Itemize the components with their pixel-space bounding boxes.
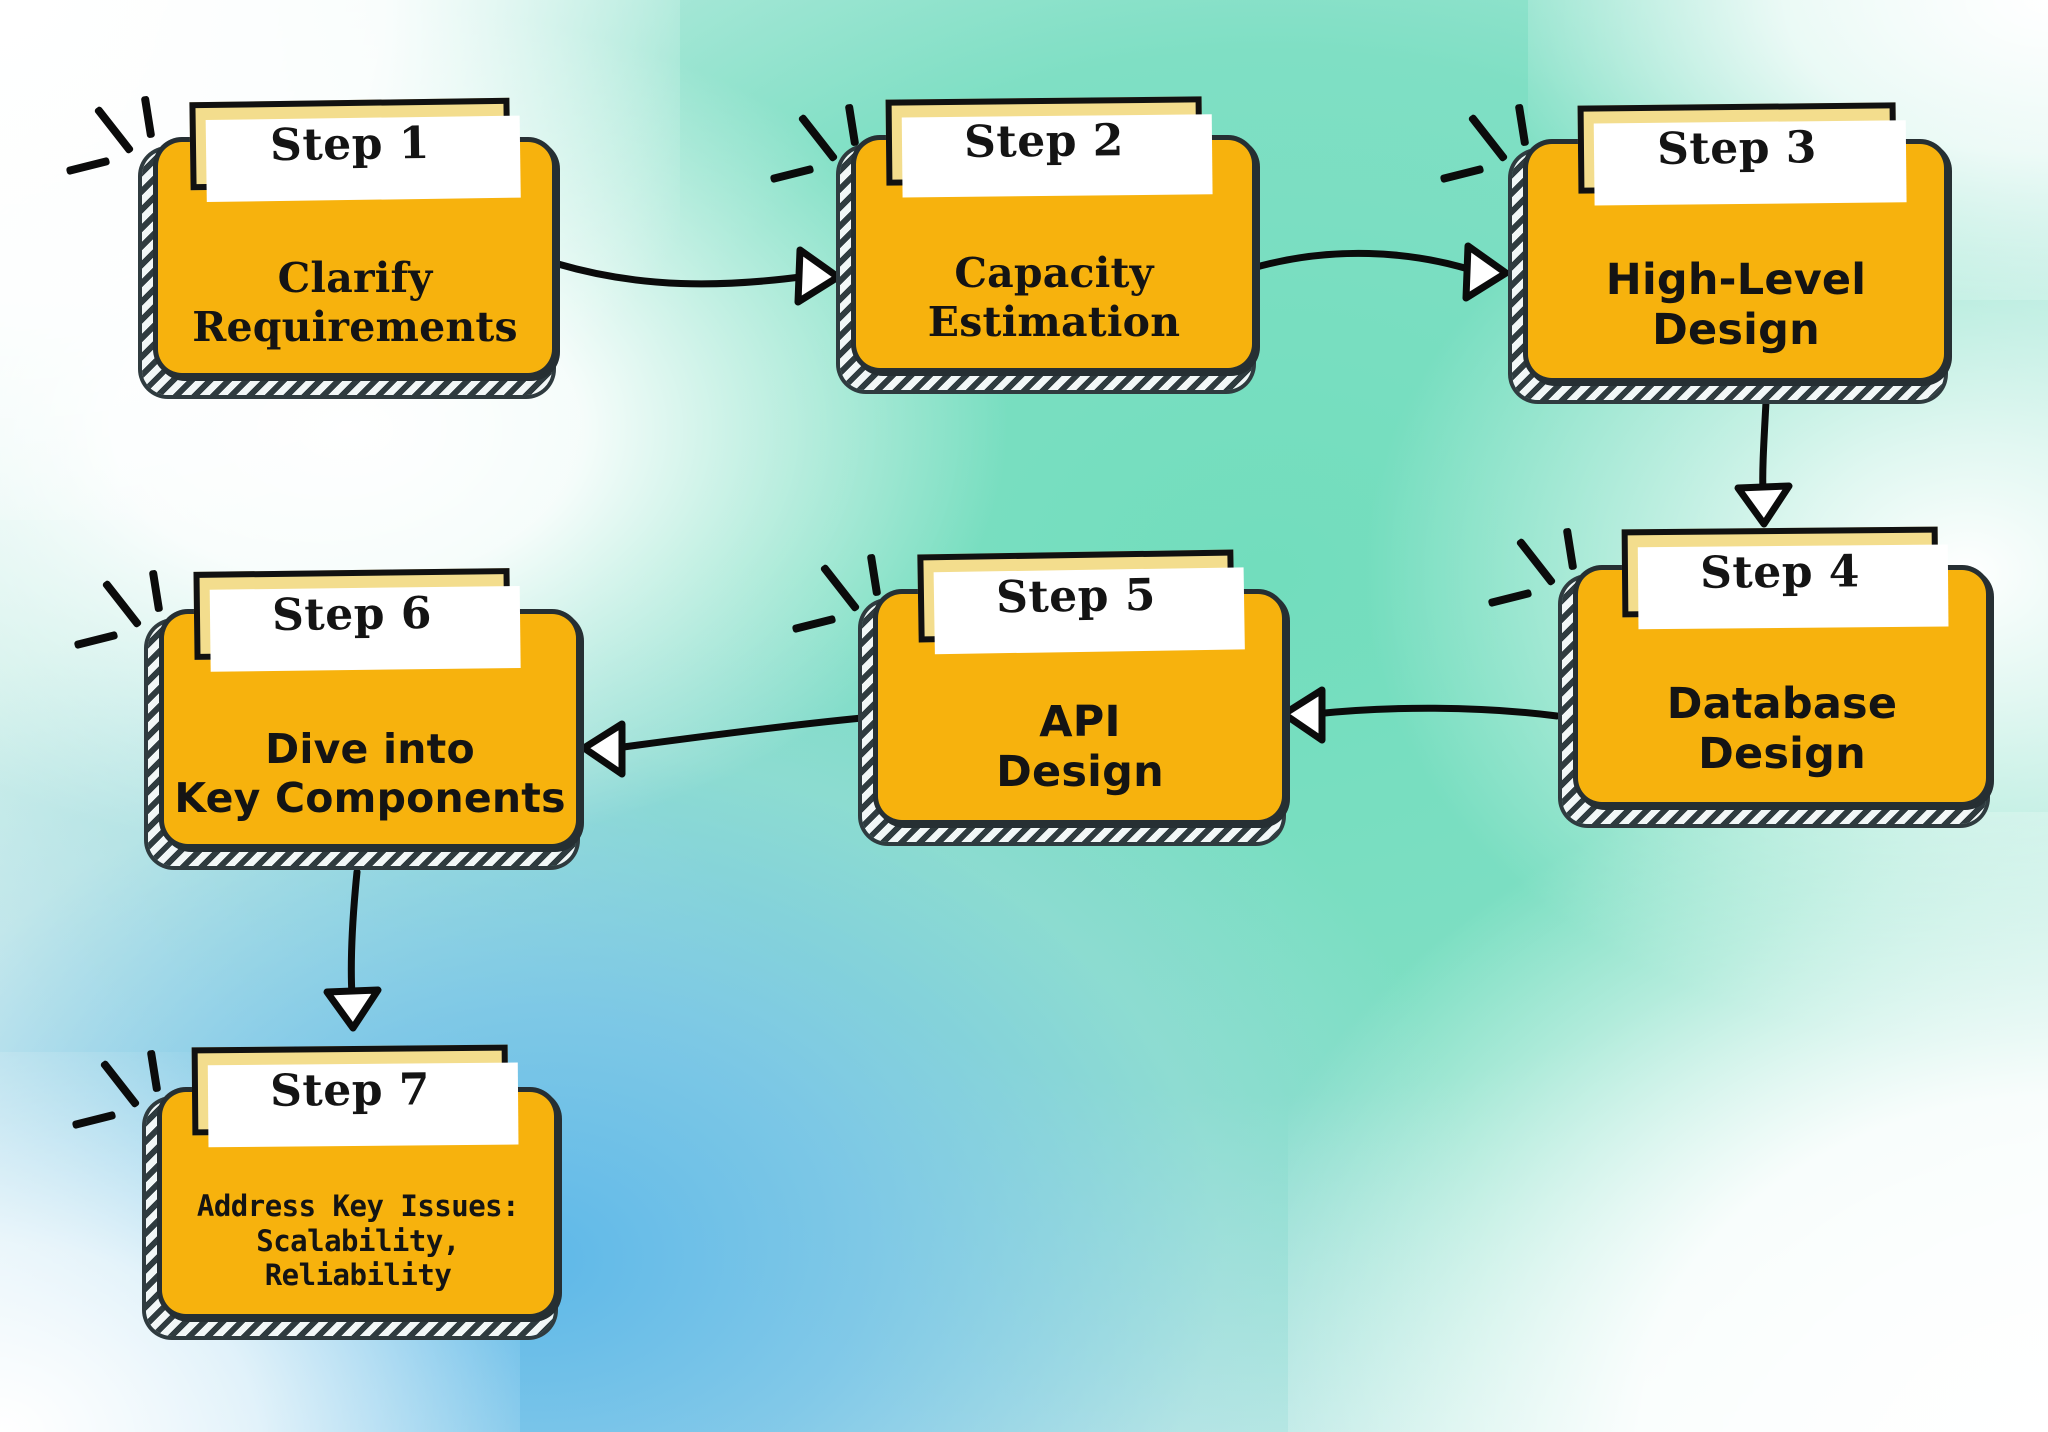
node-step4-tab[interactable]: Step 4 <box>1621 526 1939 618</box>
node-step1-tab-label: Step 1 <box>269 117 431 171</box>
background-highlight-bottom-right <box>1288 812 2048 1432</box>
node-step7-tab[interactable]: Step 7 <box>191 1044 509 1136</box>
node-step5-tab[interactable]: Step 5 <box>917 549 1235 643</box>
node-step4-tab-label: Step 4 <box>1699 545 1861 599</box>
node-step1-tab[interactable]: Step 1 <box>189 97 511 191</box>
node-step5-tab-label: Step 5 <box>995 569 1157 623</box>
node-step2-tab-label: Step 2 <box>963 114 1125 168</box>
node-step3-tab[interactable]: Step 3 <box>1577 102 1897 194</box>
node-step7-label: Address Key Issues:Scalability, Reliabil… <box>196 1189 520 1292</box>
node-step2-tab[interactable]: Step 2 <box>885 96 1203 186</box>
node-step6-tab[interactable]: Step 6 <box>193 568 511 660</box>
node-step7-tab-label: Step 7 <box>269 1063 431 1117</box>
node-step6-tab-label: Step 6 <box>271 587 433 641</box>
node-step3-tab-label: Step 3 <box>1656 121 1818 175</box>
